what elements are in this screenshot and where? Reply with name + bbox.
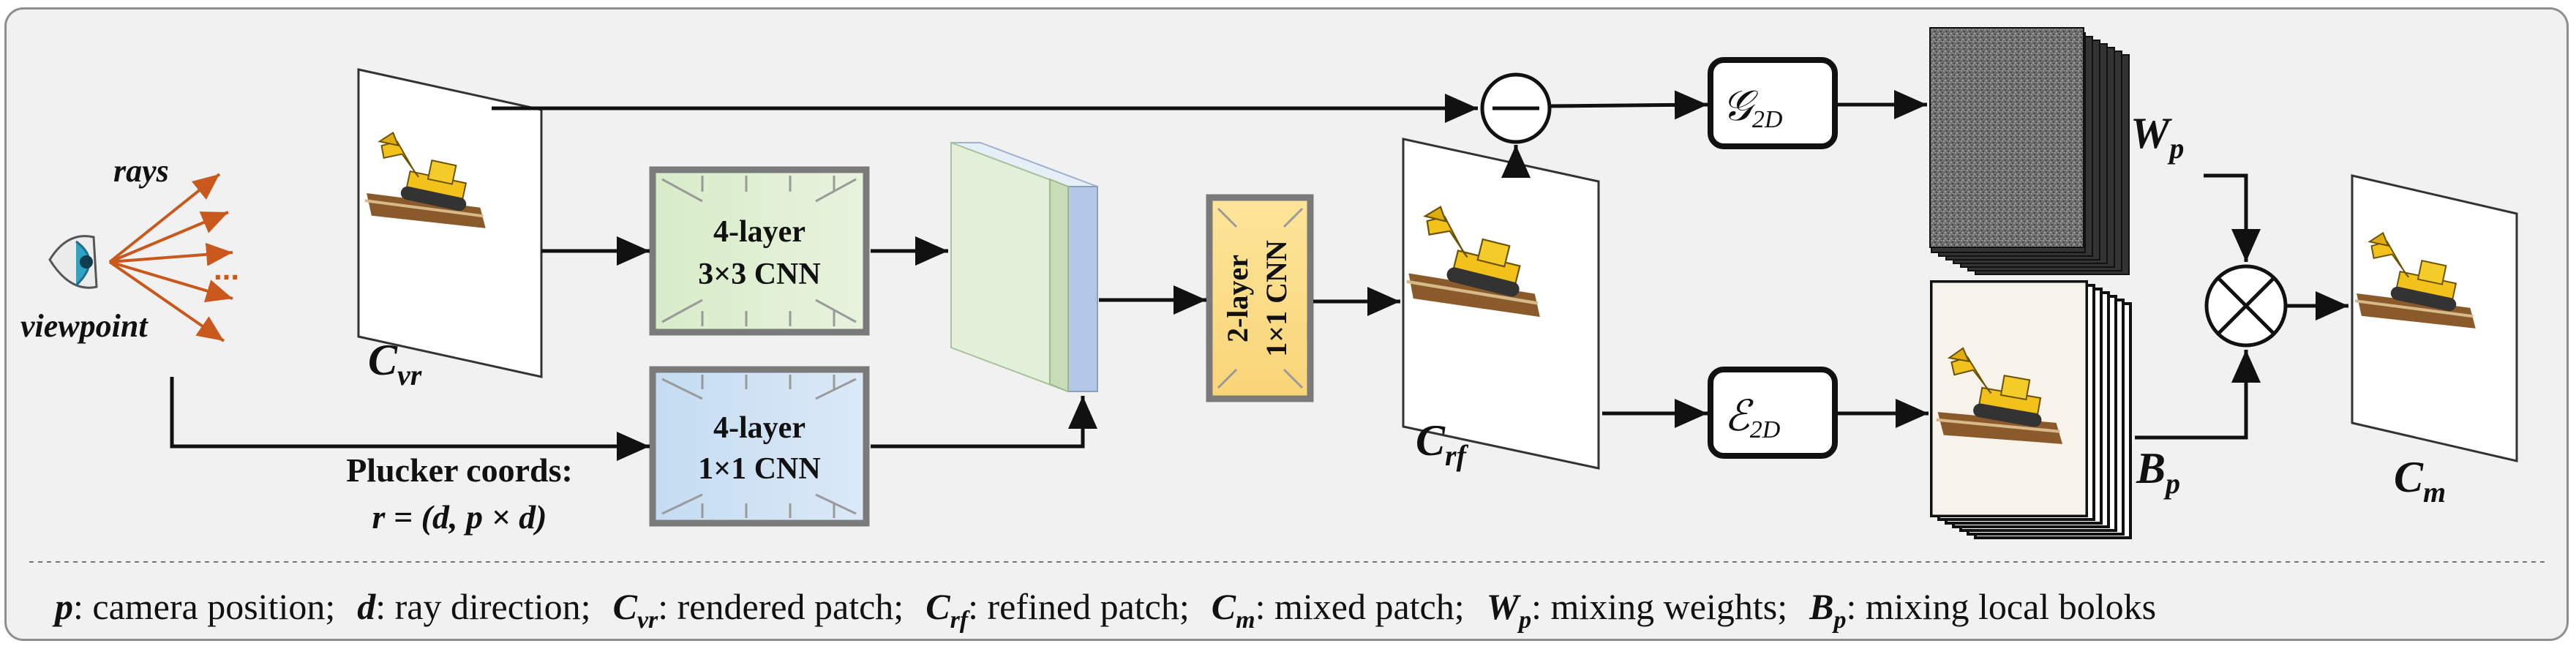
cnn-3x3-line2: 3×3 CNN — [698, 258, 820, 291]
e2d-label: ℰ2D — [1724, 392, 1781, 443]
cvr-label: Cvr — [368, 336, 422, 391]
e2d-block: ℰ2D — [1708, 367, 1838, 459]
rendered-patch-cvr — [357, 68, 543, 378]
wp-label: Wp — [2130, 109, 2184, 165]
viewpoint-label: viewpoint — [20, 308, 149, 344]
legend-line: p: camera position;d: ray direction;Cvr:… — [52, 586, 2156, 634]
ray-dots: ... — [214, 252, 239, 286]
bp-label: Bp — [2136, 444, 2180, 500]
cnn-2layer-block: 2-layer 1×1 CNN — [1206, 194, 1314, 402]
cnn-3x3-line1: 4-layer — [713, 215, 806, 249]
g2d-block: 𝒢2D — [1708, 57, 1838, 149]
cm-label: Cm — [2394, 453, 2446, 509]
refined-patch-crf — [1403, 138, 1600, 470]
cnn-1x1-line1: 4-layer — [713, 411, 806, 445]
mixing-weights-stack — [1929, 27, 2130, 275]
feature-volume — [950, 141, 1098, 393]
cnn-2layer-line2: 1×1 CNN — [1260, 240, 1293, 357]
cnn-1x1-line2: 1×1 CNN — [698, 452, 820, 486]
cnn-1x1-block: 4-layer 1×1 CNN — [649, 366, 870, 527]
plucker-line2: r = (d, p × d) — [372, 498, 547, 536]
ray-arrows — [108, 173, 233, 342]
mixing-blocks-stack — [1930, 280, 2132, 539]
crf-label: Crf — [1416, 416, 1469, 472]
eye-icon — [48, 235, 98, 289]
mixed-patch-cm — [2351, 174, 2518, 462]
cnn-2layer-line1: 2-layer — [1221, 255, 1254, 342]
plucker-line1: Plucker coords: — [346, 451, 573, 489]
cnn-3x3-block: 4-layer 3×3 CNN — [649, 166, 870, 336]
rays-label: rays — [113, 153, 169, 189]
multiply-node — [2204, 264, 2288, 348]
flow-arrows — [170, 90, 2348, 461]
subtract-node — [1480, 72, 1552, 144]
